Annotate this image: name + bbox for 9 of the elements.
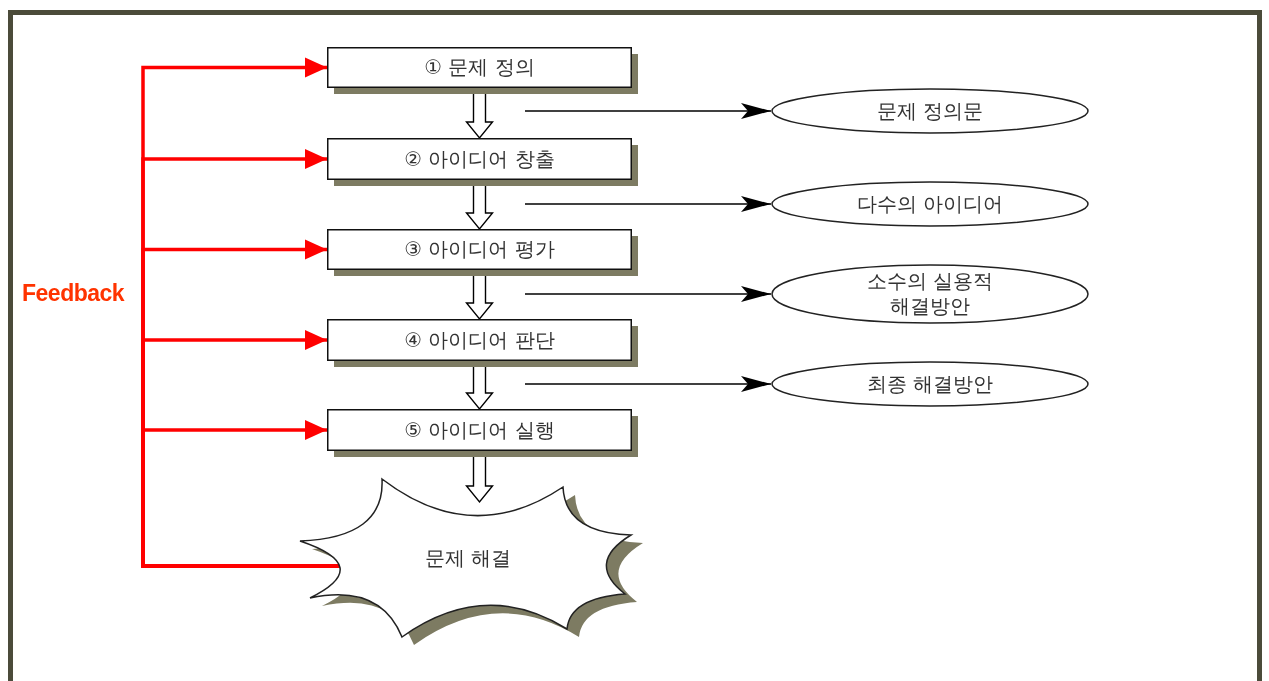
output-ellipse: 소수의 실용적 해결방안 xyxy=(771,264,1089,324)
output-ellipse: 문제 정의문 xyxy=(771,88,1089,134)
output-ellipse: 다수의 아이디어 xyxy=(771,181,1089,227)
feedback-label: Feedback xyxy=(22,280,125,307)
arrow xyxy=(524,196,772,212)
output-ellipse: 최종 해결방안 xyxy=(771,361,1089,407)
arrow xyxy=(524,103,772,119)
arrow xyxy=(524,286,772,302)
arrow xyxy=(524,376,772,392)
